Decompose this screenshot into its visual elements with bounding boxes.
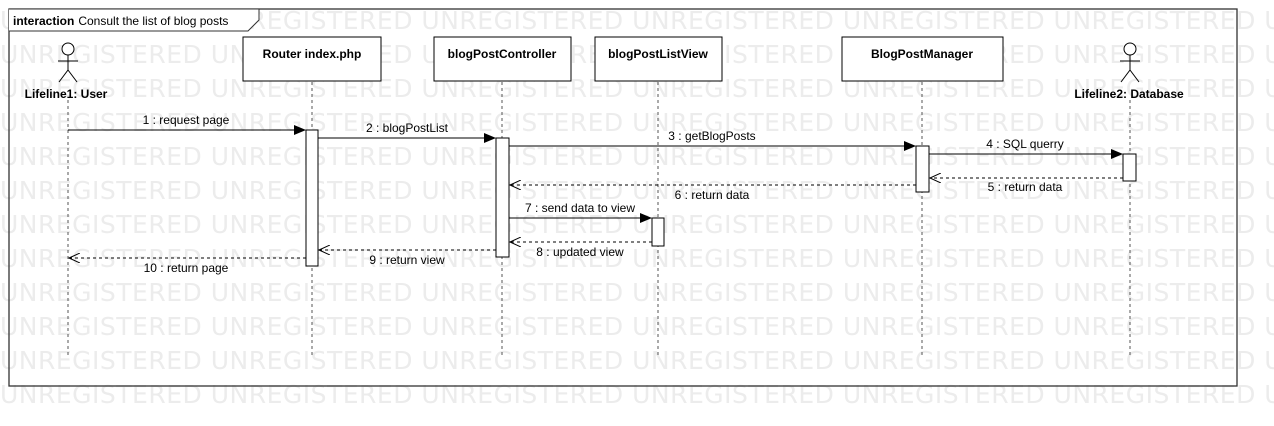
message-3: 3 : getBlogPosts (509, 129, 916, 151)
interaction-frame (8, 8, 1238, 387)
message-4: 4 : SQL querry (929, 137, 1123, 159)
message-5: 5 : return data (930, 178, 1123, 194)
activation-router (305, 129, 319, 267)
frame-label: interaction Consult the list of blog post… (13, 14, 228, 28)
activation-controller (495, 137, 510, 258)
message-9: 9 : return view (319, 250, 496, 267)
lifeline-label-router: Router index.php (263, 47, 362, 61)
frame-label-tab (9, 8, 260, 32)
lifeline-box-listview: blogPostListView (594, 36, 723, 82)
message-label: 9 : return view (369, 253, 445, 267)
actor-icon-database (1120, 42, 1140, 83)
message-label: 1 : request page (143, 113, 230, 127)
message-6: 6 : return data (510, 185, 916, 202)
message-1: 1 : request page (68, 113, 306, 135)
message-2: 2 : blogPostList (318, 121, 496, 143)
frame-keyword: interaction (13, 14, 74, 28)
activation-manager (915, 145, 930, 193)
lifeline-box-manager: BlogPostManager (841, 36, 1004, 82)
message-label: 5 : return data (988, 180, 1063, 194)
activation-database (1122, 153, 1137, 182)
frame-title: Consult the list of blog posts (78, 14, 228, 28)
lifeline-label-manager: BlogPostManager (871, 47, 973, 61)
message-label: 2 : blogPostList (366, 121, 449, 135)
message-label: 8 : updated view (536, 245, 624, 259)
lifeline-box-router: Router index.php (242, 36, 382, 82)
lifeline-label-database: Lifeline2: Database (1074, 87, 1184, 101)
activation-listview (651, 217, 665, 247)
message-7: 7 : send data to view (509, 201, 652, 223)
message-label: 4 : SQL querry (986, 137, 1064, 151)
message-label: 3 : getBlogPosts (668, 129, 755, 143)
lifeline-box-controller: blogPostController (433, 36, 572, 82)
message-label: 7 : send data to view (525, 201, 635, 215)
message-10: 10 : return page (69, 258, 306, 275)
lifeline-label-user: Lifeline1: User (25, 87, 108, 101)
message-8: 8 : updated view (510, 242, 652, 259)
lifeline-label-controller: blogPostController (448, 47, 557, 61)
lifeline-label-listview: blogPostListView (608, 47, 708, 61)
message-label: 6 : return data (675, 188, 750, 202)
actor-icon-user (58, 42, 78, 83)
message-label: 10 : return page (144, 261, 229, 275)
